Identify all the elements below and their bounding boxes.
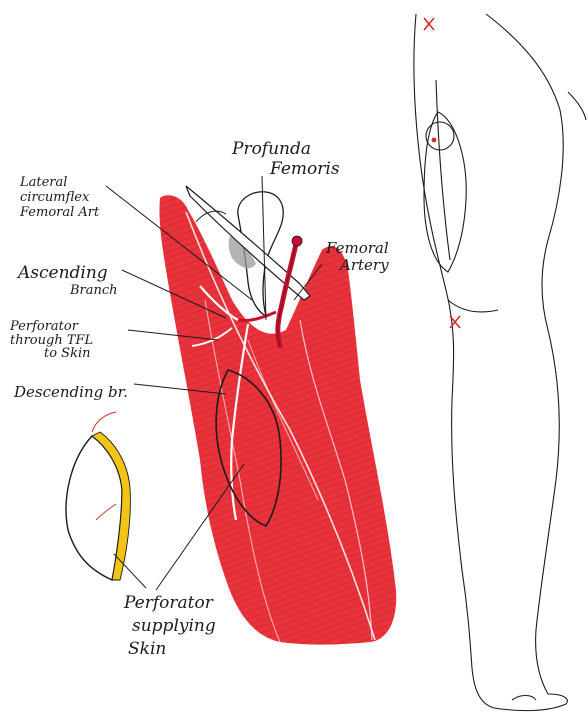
label-profunda-femoris: Profunda Femoris (232, 140, 340, 179)
hip-back-contour (568, 92, 586, 120)
leg-outline (414, 14, 586, 711)
label-femoral-line2: Artery (326, 257, 389, 274)
femoral-artery-cut-end (292, 236, 302, 246)
skin-paddle (66, 412, 130, 580)
label-perforator-skin-line1: Perforator (124, 592, 216, 615)
leg-medial-contour (414, 14, 494, 708)
label-femoral-artery: Femoral Artery (326, 240, 389, 275)
lateral-circumflex-artery (238, 312, 276, 321)
label-lateral-line2: circumflex (20, 191, 99, 206)
label-femoral-line1: Femoral (326, 240, 389, 257)
toe-outline (512, 696, 536, 701)
label-ascending-line2: Branch (18, 284, 118, 299)
leg-perforator-circle (426, 122, 454, 150)
label-perforator-tfl: Perforator through TFL to Skin (10, 320, 93, 361)
label-descending-text: Descending br. (14, 384, 128, 401)
label-ascending-line1: Ascending (18, 264, 118, 284)
label-perforator-skin: Perforator supplying Skin (124, 592, 216, 661)
leg-lateral-contour (486, 14, 563, 694)
knee-line (448, 300, 498, 312)
label-lateral-line3: Femoral Art (20, 206, 99, 221)
label-descending-branch: Descending br. (14, 384, 128, 401)
label-perforator-skin-line2: supplying (124, 615, 216, 638)
skin-paddle-pointer (92, 412, 116, 432)
label-profunda-line1: Profunda (232, 140, 340, 160)
label-profunda-line2: Femoris (232, 160, 340, 180)
label-perforator-tfl-line1: Perforator (10, 320, 93, 334)
label-perforator-tfl-line3: to Skin (10, 347, 93, 361)
perforator-dot-icon (432, 138, 437, 143)
label-perforator-tfl-line2: through TFL (10, 334, 93, 348)
x-mark-icon (424, 18, 434, 30)
thigh-anterior-line (436, 80, 450, 260)
label-perforator-skin-line3: Skin (124, 638, 216, 661)
label-lateral-line1: Lateral (20, 176, 99, 191)
label-ascending-branch: Ascending Branch (18, 264, 118, 298)
label-lateral-circumflex: Lateral circumflex Femoral Art (20, 176, 99, 221)
leg-flap-design (424, 112, 466, 272)
